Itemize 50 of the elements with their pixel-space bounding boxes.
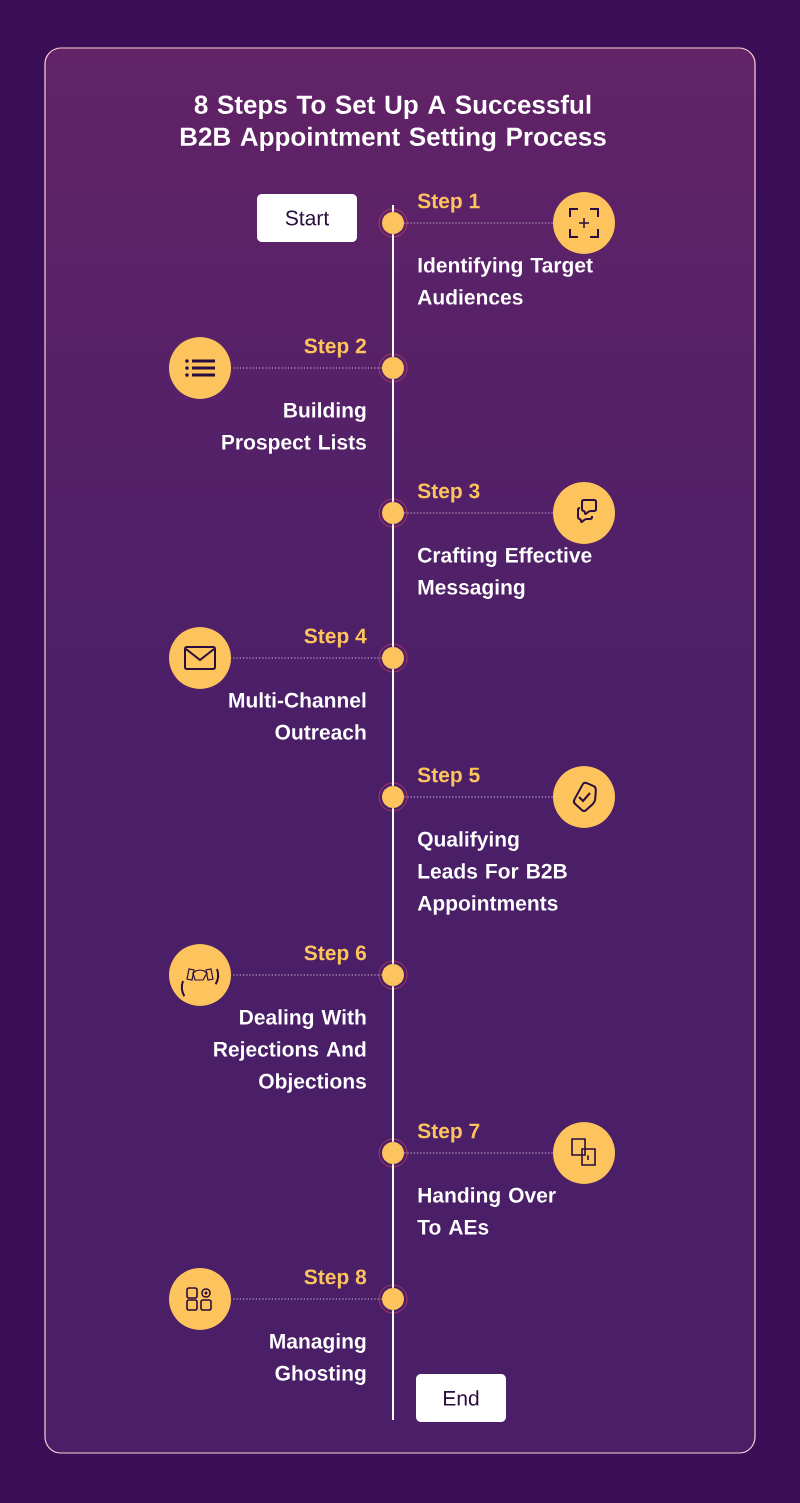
step-dot [378,353,408,383]
step-label: Step 2 [304,338,366,358]
timeline-line [392,1163,394,1289]
leader-line [403,1152,554,1154]
leader-line [230,1298,383,1300]
step-dot [378,643,408,673]
leader-line [403,796,554,798]
timeline-line [392,807,394,965]
title: 8 Steps To Set Up A Successful B2B Appointment Setting Process [180,94,606,152]
timeline-line [392,378,394,503]
step-dot [378,782,408,812]
chat-icon [553,482,615,544]
step-label: Step 7 [417,1123,480,1143]
step-label: Step 5 [417,767,480,787]
leader-line [403,222,554,224]
terminal-box: End [416,1374,506,1422]
step-description: Building Prospect Lists [222,402,366,454]
leader-line [230,367,383,369]
step-label: Step 8 [304,1269,367,1289]
step-description: Handing Over To AEs [417,1187,556,1235]
timeline-line [392,985,394,1143]
leader-line [230,657,383,659]
step-dot [378,960,408,990]
step-description: Multi-Channel Outreach [229,692,366,740]
envelope-icon [169,627,231,689]
step-label: Step 4 [304,628,367,648]
leader-line [403,512,554,514]
terminal-box: Start [257,194,357,242]
focus-icon [553,192,615,254]
step-dot [378,1138,408,1168]
step-description: Crafting Effective Messaging [418,547,592,599]
timeline-line [392,233,394,358]
shield-icon [553,766,615,828]
documents-icon [553,1122,615,1184]
step-description: Identifying Target Audiences [417,257,593,305]
apps-icon [169,1268,231,1330]
step-label: Step 6 [304,945,366,965]
leader-line [230,974,383,976]
list-icon [169,337,231,399]
step-label: Step 3 [417,483,480,503]
timeline-line [392,523,394,648]
step-dot [378,498,408,528]
step-description: Dealing With Rejections And Objections [214,1009,366,1093]
step-dot [378,208,408,238]
timeline-line [392,668,394,787]
step-dot [378,1284,408,1314]
handshake-icon [169,944,231,1006]
step-label: Step 1 [417,193,480,213]
step-description: Managing Ghosting [270,1333,366,1385]
step-description: Qualifying Leads For B2B Appointments [417,831,567,915]
